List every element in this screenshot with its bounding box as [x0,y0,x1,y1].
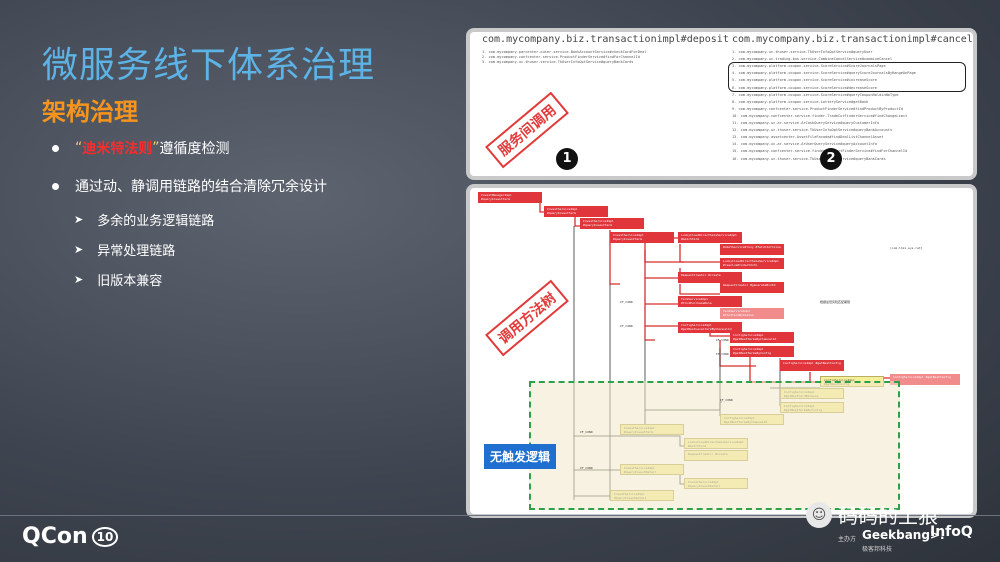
side-note: IF_COND [620,324,633,328]
tree-node: RobotServiceProxy #fetchInfoline [720,244,784,255]
logo-text: QCon [22,524,88,549]
tree-node: InvestServiceImpl #queryInvestTerm [580,218,644,229]
sub-item: ➤ 多余的业务逻辑链路 [74,210,214,229]
call-line: 12. com.mycompany.uc.thuser.service.TkUs… [732,128,893,133]
call-line: 11. com.mycompany.uc.ar.service.ArCashQu… [732,121,880,125]
badge-1: 1 [556,148,578,170]
tree-node: InvestServiceImpl #queryInvestTerm [544,206,608,217]
call-line: 9. com.mycompany.confcenter.service.Prod… [732,106,903,111]
tree-node: RequestCreator #create [678,272,742,283]
side-note: 根据最低风险匹配期限 [820,300,851,304]
quote-open: “ [75,140,83,156]
call-line: 7. com.mycompany.platform.coupon.service… [732,92,899,97]
tree-node: InvestServiceImpl #queryInvestTerm [610,232,674,243]
service-call-panel: com.mycompany.biz.transactionimpl#deposi… [466,28,977,180]
side-note: IF_COND [720,398,733,402]
call-line: 2. com.mycompany.uc.trading.bus.service.… [732,57,893,62]
bullet-text: 通过动、静调用链路的结合清除冗余设计 [75,179,327,195]
sub-item-label: 旧版本兼容 [97,274,163,289]
wechat-watermark: ☺码码的土狼 [806,500,938,529]
call-line: 16. com.mycompany.uc.thuser.service.TkUs… [732,156,886,161]
tree-node: TermServiceImpl #findPurchaseRule [678,296,742,307]
call-line: 1. com.mycompany.parcenter.outer.service… [482,50,647,54]
bullet-cleanup: 通过动、静调用链路的结合清除冗余设计 [52,176,327,196]
sub-item-label: 多余的业务逻辑链路 [97,214,215,229]
call-line: 3. com.mycompany.platform.coupon.service… [732,64,886,69]
bullet-text: 遵循度检测 [159,141,230,157]
call-line: 6. com.mycompany.platform.coupon.service… [732,85,877,90]
call-line: 14. com.mycompany.uc.ar.service.ArUserQu… [732,142,877,147]
org-label: 主办方 [838,536,857,543]
logo-badge: 10 [91,527,119,547]
tree-node: LuckyCloudDirectSaleServiceImpl #resolve… [720,258,784,269]
geekbang-logo: Geekbang>. [862,528,945,542]
demeter-highlight: 迪米特法则 [82,141,153,157]
call-line: 2. com.mycompany.confcenter.service.Prod… [482,55,640,59]
arrow-icon: ➤ [74,243,84,256]
side-note: IF_COND [716,352,729,356]
geekbang-sub: 极客邦科技 [862,546,893,553]
dead-logic-zone [529,381,900,510]
infoq-logo: InfoQ [930,524,973,540]
call-line: 3. com.mycompany.uc.thuser.service.TkUse… [482,60,634,64]
left-method-header: com.mycompany.biz.transactionimpl#deposi… [482,34,729,45]
dead-logic-label: 无触发逻辑 [484,444,557,469]
arrow-icon: ➤ [74,273,84,286]
tree-node: ConfigServiceImpl #getBestTermsByConfig [730,346,794,357]
side-note: IF_COND [580,466,593,470]
call-line: 5. com.mycompany.platform.coupon.service… [732,78,877,83]
sub-item-label: 异常处理链路 [97,244,176,259]
arrow-icon: ➤ [74,213,84,226]
right-method-header: com.mycompany.biz.transactionimpl#cancel [732,34,973,45]
side-note: [com.lhzx.sys.ret] [890,246,923,250]
side-note: IF_COND [620,300,633,304]
call-line: 15. com.mycompany.confcenter.service.fin… [732,149,908,154]
tree-node: RequestCreator #generateBizId [720,282,784,293]
tree-node: ConfigServiceImpl #getBestTermsByChannel… [730,332,794,343]
wechat-icon: ☺ [806,501,832,528]
sub-item: ➤ 旧版本兼容 [74,270,162,289]
call-line: 10. com.mycompany.confcenter.service.fin… [732,113,908,118]
sub-item: ➤ 异常处理链路 [74,240,175,259]
badge-2: 2 [820,148,842,170]
call-line: 4. com.mycompany.platform.coupon.service… [732,71,916,76]
tree-node: InvestManagerImpl #queryInvestTerm [478,192,542,203]
footer-divider [0,515,1000,516]
quote-close: ” [152,140,160,156]
tree-node: ConfigServiceImpl #getBestConfig [890,374,960,385]
slide-subtitle: 架构治理 [42,98,138,126]
call-line: 1. com.mycompany.uc.thuser.service.TkUse… [732,50,873,54]
call-line: 13. com.mycompany.assetcenter.AssetFileF… [732,135,884,140]
side-note: IF_COND [716,338,729,342]
tree-node: LuckyCloudDirectSaleServiceImpl #matchTe… [678,232,742,243]
bullet-dot-icon [52,182,59,190]
bullet-dot-icon [52,144,59,152]
tree-node: ConfigServiceImpl #getBestLevelTermByCha… [678,322,742,333]
tree-node: TermServiceImpl #findTermByStatus [720,308,784,319]
tree-node: ConfigServiceImpl #getBestConfig [780,360,844,371]
highlight-box [728,62,966,92]
watermark-text: 码码的土狼 [838,504,938,528]
call-line: 8. com.mycompany.platform.coupon.service… [732,99,869,104]
bullet-demeter: “ 迪米特法则 ” 遵循度检测 [52,138,230,158]
slide-title: 微服务线下体系治理 [42,45,376,86]
side-note: IF_COND [580,430,593,434]
